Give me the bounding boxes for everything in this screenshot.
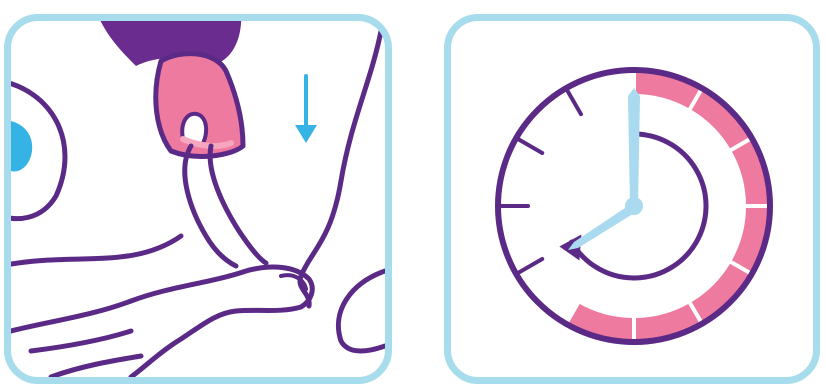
eye-icon: [11, 81, 65, 219]
timer-segment: [690, 262, 752, 324]
timer-segment: [690, 88, 752, 150]
face-outline: [300, 31, 381, 306]
down-arrow-icon: [295, 76, 317, 143]
clock-hand-icon: [628, 88, 640, 206]
timer-tick: [516, 138, 542, 153]
timer-tick: [516, 259, 542, 274]
nasal-spray-icon: [96, 21, 243, 156]
timer-tick: [566, 88, 581, 114]
cheek-outline: [11, 236, 181, 266]
nasal-spray-panel: [4, 14, 392, 384]
lip-outline: [338, 271, 385, 351]
clock-pivot: [625, 197, 643, 215]
timer-panel: [444, 14, 820, 384]
timer-clock-icon: [451, 21, 813, 377]
nasal-spray-illustration: [11, 21, 385, 377]
